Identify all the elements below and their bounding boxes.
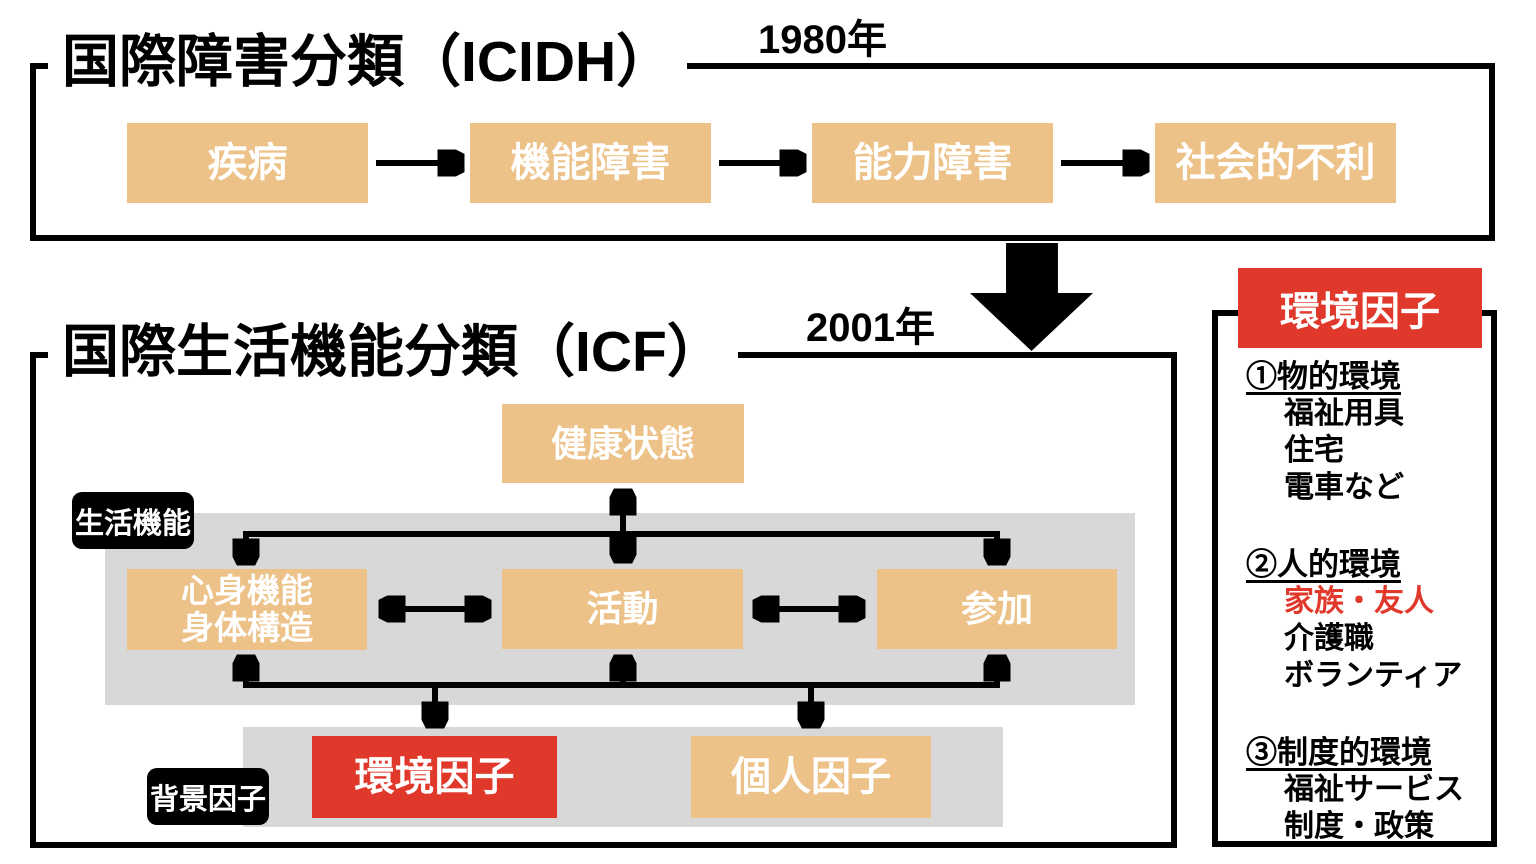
sidebar-item: 福祉サービス — [1284, 773, 1464, 806]
icf-box-environmental-factors: 環境因子 — [312, 736, 557, 818]
icf-box-personal-factors: 個人因子 — [691, 736, 931, 818]
icidh-frame — [30, 63, 1495, 241]
sidebar-item: 電車など — [1284, 471, 1404, 504]
sidebar-group-physical: ①物的環境 福祉用具 住宅 電車など — [1246, 358, 1492, 506]
sidebar-item: 制度・政策 — [1284, 810, 1434, 843]
icf-box-activity: 活動 — [502, 569, 743, 649]
body-functions-line1: 心身機能 — [181, 572, 313, 610]
functioning-tag: 生活機能 — [72, 492, 194, 549]
icf-box-health-condition: 健康状態 — [502, 404, 744, 483]
sidebar-item-family-friends: 家族・友人 — [1284, 585, 1434, 618]
icidh-box-disability: 能力障害 — [812, 123, 1053, 203]
icidh-year-label: 1980年 — [758, 18, 887, 62]
sidebar-heading-human: ②人的環境 — [1246, 547, 1401, 582]
environment-sidebar-content: ①物的環境 福祉用具 住宅 電車など ②人的環境 家族・友人 介護職 ボランティ… — [1246, 358, 1492, 864]
background-factors-tag: 背景因子 — [147, 768, 269, 825]
transition-down-arrow-icon — [970, 243, 1093, 351]
icf-box-body-functions: 心身機能 身体構造 — [127, 569, 367, 650]
sidebar-group-institutional: ③制度的環境 福祉サービス 制度・政策 — [1246, 734, 1492, 845]
sidebar-group-human: ②人的環境 家族・友人 介護職 ボランティア — [1246, 546, 1492, 694]
icidh-box-impairment: 機能障害 — [470, 123, 711, 203]
icidh-title: 国際障害分類（ICIDH） — [48, 22, 688, 102]
sidebar-item: ボランティア — [1284, 659, 1463, 692]
icf-box-participation: 参加 — [877, 569, 1117, 649]
sidebar-item: 介護職 — [1284, 622, 1374, 655]
icidh-box-handicap: 社会的不利 — [1155, 123, 1396, 203]
body-functions-line2: 身体構造 — [181, 608, 313, 646]
environment-sidebar-title: 環境因子 — [1238, 268, 1482, 348]
icidh-box-disease: 疾病 — [127, 123, 368, 203]
sidebar-heading-institutional: ③制度的環境 — [1246, 735, 1432, 770]
sidebar-item: 福祉用具 — [1284, 397, 1404, 430]
sidebar-heading-physical: ①物的環境 — [1246, 359, 1401, 394]
icf-year-label: 2001年 — [806, 306, 935, 350]
icf-title: 国際生活機能分類（ICF） — [48, 312, 738, 392]
sidebar-item: 住宅 — [1284, 434, 1344, 467]
